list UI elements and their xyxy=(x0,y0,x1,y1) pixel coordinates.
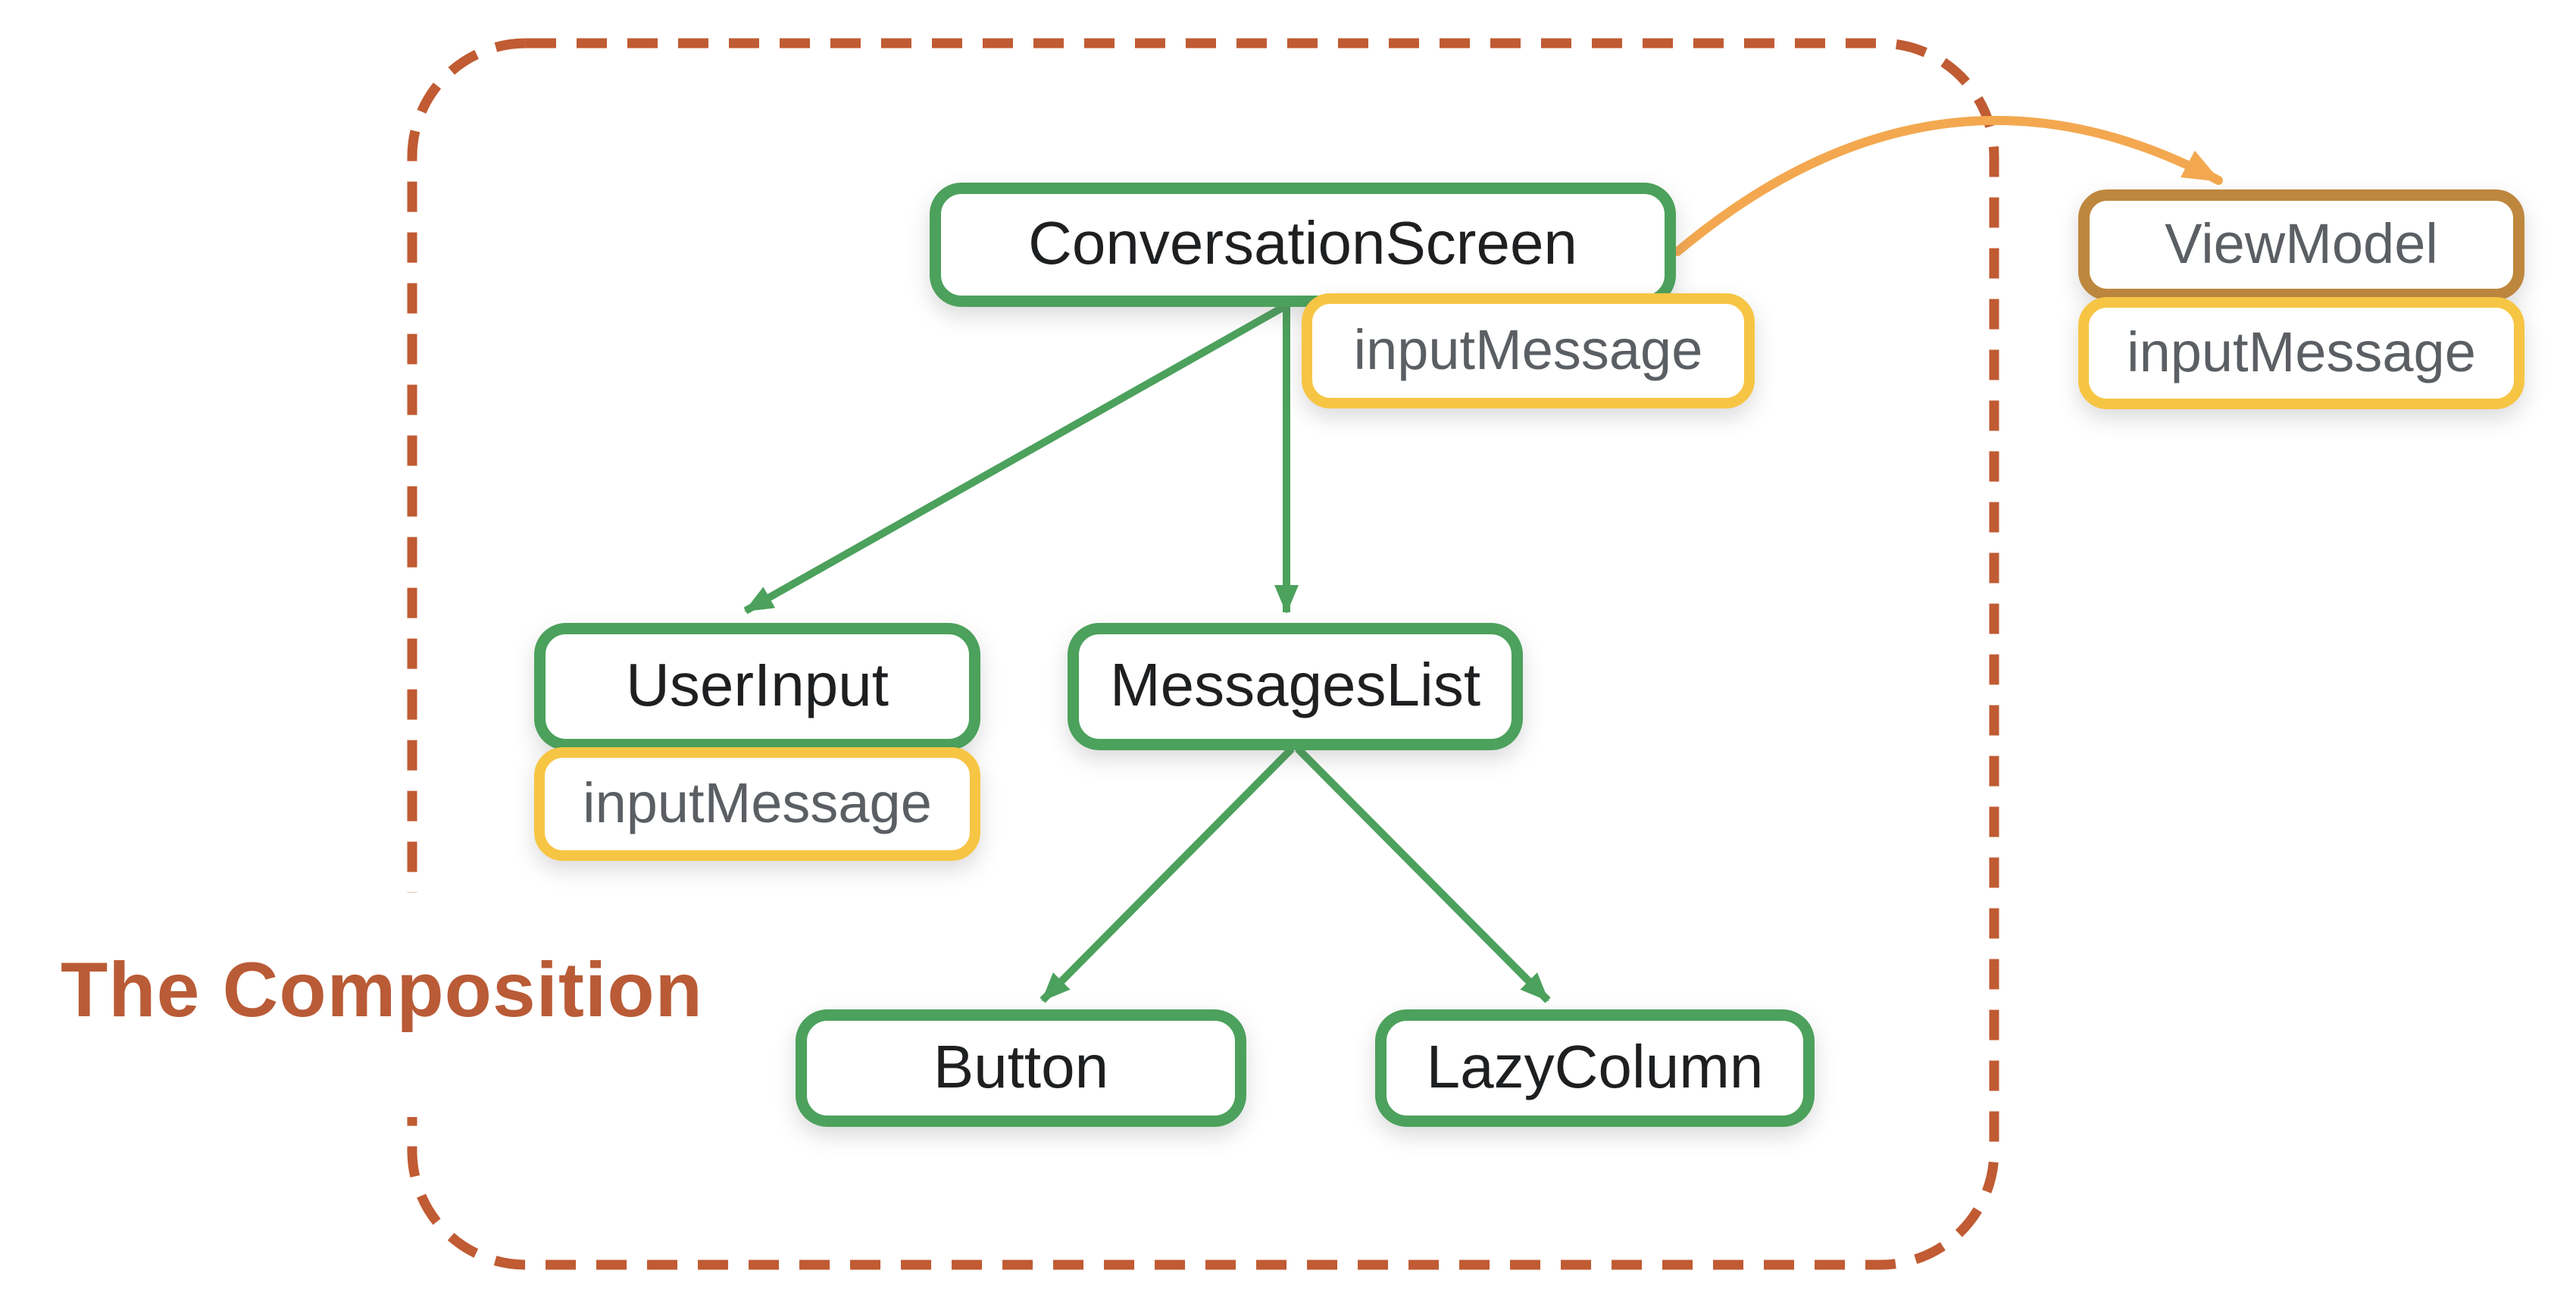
badge-input-message-view-model: inputMessage xyxy=(2078,297,2524,409)
badge-input-message-conversation-label: inputMessage xyxy=(1353,318,1703,381)
edge-conversationscreen-to-userinput xyxy=(743,302,1289,615)
badge-input-message-user-input-label: inputMessage xyxy=(583,771,932,834)
node-button-label: Button xyxy=(933,1032,1109,1100)
edge-messageslist-to-button xyxy=(1039,746,1295,1003)
node-messages-list: MessagesList xyxy=(1068,623,1523,750)
node-view-model: ViewModel xyxy=(2078,189,2524,300)
node-lazy-column: LazyColumn xyxy=(1375,1009,1815,1127)
badge-input-message-view-model-label: inputMessage xyxy=(2127,320,2476,383)
badge-input-message-conversation: inputMessage xyxy=(1302,293,1755,408)
badge-input-message-user-input: inputMessage xyxy=(534,747,980,861)
node-lazy-column-label: LazyColumn xyxy=(1426,1032,1764,1100)
node-user-input: UserInput xyxy=(534,623,980,750)
edge-conversationscreen-to-viewmodel xyxy=(1673,116,2223,256)
node-button: Button xyxy=(796,1009,1246,1127)
edge-messageslist-to-lazycolumn-arrow xyxy=(1295,746,1551,1003)
node-messages-list-label: MessagesList xyxy=(1109,651,1481,718)
composition-caption: The Composition xyxy=(61,947,703,1033)
node-conversation-screen-label: ConversationScreen xyxy=(1028,209,1577,277)
node-conversation-screen: ConversationScreen xyxy=(930,183,1676,307)
boundary-caption-gap xyxy=(374,893,455,1117)
node-view-model-label: ViewModel xyxy=(2165,211,2438,275)
node-user-input-label: UserInput xyxy=(626,651,889,718)
composition-boundary-dashed-border xyxy=(407,38,1999,1270)
